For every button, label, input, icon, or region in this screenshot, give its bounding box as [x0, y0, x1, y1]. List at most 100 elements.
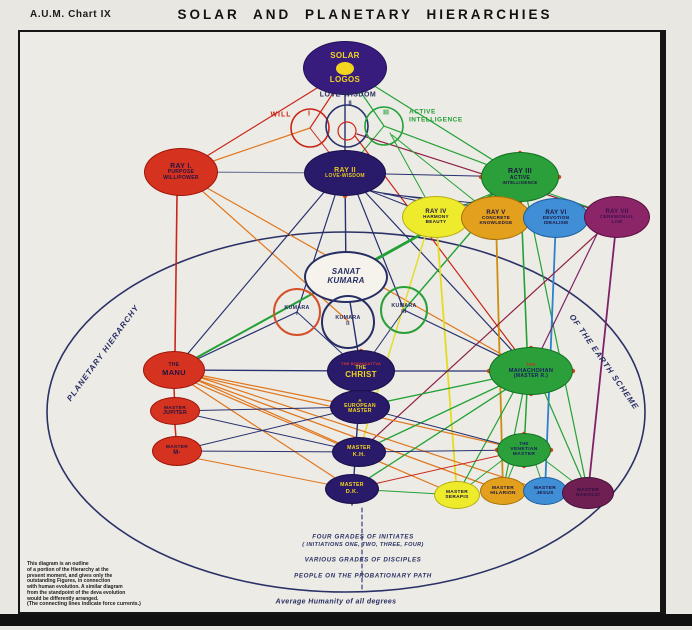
master-rakoczi-label: MASTER — [576, 487, 600, 493]
ray-3-label: RAY III — [508, 168, 532, 176]
force-line — [173, 369, 361, 408]
ray-2-label: LOVE-WISDOM — [325, 173, 365, 180]
force-line — [358, 221, 611, 453]
love-wisdom-label: LOVE-WISDOM — [319, 91, 377, 99]
force-line — [173, 177, 337, 371]
venetian-master-label: MASTER — [512, 452, 536, 458]
ray-2-label: RAY II — [334, 166, 356, 174]
initiates-label-2: ( INITIATIONS ONE, TWO, THREE, FOUR) — [302, 542, 424, 548]
solar-logos-label: SOLAR — [330, 50, 360, 60]
average-humanity-label: Average Humanity of all degrees — [275, 598, 397, 606]
european-master-label: A — [358, 397, 362, 403]
ray-6-label: DEVOTION — [542, 215, 570, 221]
force-line — [173, 369, 360, 453]
footnote-text: This diagram is an outline of a portion … — [27, 561, 126, 602]
aspect-circle — [290, 108, 330, 148]
force-line — [435, 216, 458, 496]
master-hilarion-label: HILARION — [490, 491, 516, 496]
master-m-label: M- — [173, 450, 181, 457]
numeral-iii-label: III — [383, 109, 389, 117]
the-manu-label: THE — [168, 362, 180, 369]
force-line — [178, 454, 353, 490]
aspect-circle — [325, 104, 369, 148]
kumara-1-label: KUMARA — [284, 305, 310, 312]
the-mahachohan-label: THE — [526, 361, 536, 367]
force-line — [176, 406, 361, 452]
force-line — [359, 406, 525, 451]
force-line — [523, 183, 589, 494]
the-christ-label: CHRIST — [345, 370, 377, 380]
master-jesus-label: JESUS — [536, 491, 554, 496]
kumara-1-label: I — [296, 310, 298, 317]
venetian-master-label: VENETIAN — [510, 446, 538, 452]
the-christ-label: THE BODHISATTVA — [340, 361, 381, 366]
footnote-note: (The connecting lines indicate force cur… — [27, 601, 141, 607]
the-manu-label: MANU — [162, 367, 186, 377]
ray-7-label: LAW — [611, 219, 623, 225]
ray-4-label: BEAUTY — [425, 219, 447, 225]
kumara-3-label: III — [401, 308, 407, 315]
sanat-kumara-label: SANAT — [331, 267, 361, 277]
force-line — [351, 374, 529, 490]
ray-4-label: HARMONY — [423, 214, 449, 220]
will-label: WILL — [270, 111, 292, 119]
master-rakoczi-label: RAKOCZI — [576, 493, 600, 498]
venetian-master-label: THE — [519, 441, 529, 447]
master-m-label: MASTER — [165, 445, 189, 451]
ray-3-label: ACTIVE — [509, 174, 531, 181]
page-title: SOLAR AND PLANETARY HIERARCHIES — [177, 7, 553, 22]
force-line — [587, 216, 618, 494]
aspect-circle — [364, 106, 404, 146]
force-line — [353, 179, 532, 372]
master-jupiter-label: MASTER — [163, 405, 187, 411]
master-jesus-label: MASTER — [533, 485, 557, 491]
the-mahachohan-label: MAHACHOHAN — [508, 367, 554, 374]
force-line — [175, 373, 353, 490]
master-serapis-label: MASTER — [445, 489, 469, 495]
the-mahachohan-label: (MASTER R.) — [513, 372, 549, 379]
ray-1-label: PURPOSE — [167, 169, 195, 176]
ray-6-label: IDEALISM — [543, 220, 569, 226]
master-jupiter-label: JUPITER — [162, 409, 187, 416]
ray-4-label: RAY IV — [425, 208, 447, 215]
european-master-label: MASTER — [348, 408, 372, 415]
force-line — [174, 410, 360, 453]
aspect-circle — [337, 121, 357, 141]
active-intelligence-label-1: ACTIVE — [409, 108, 436, 116]
force-line — [174, 195, 178, 353]
ray-1-label: WILL/POWER — [163, 174, 199, 181]
probationary-label: PEOPLE ON THE PROBATIONARY PATH — [294, 572, 432, 580]
european-master-label: EUROPEAN — [344, 402, 376, 409]
the-christ-label: THE — [355, 365, 367, 372]
ray-7-label: CEREMONIAL — [600, 214, 634, 220]
force-line — [351, 449, 525, 490]
force-line — [539, 381, 589, 494]
force-line — [179, 370, 546, 492]
sun-glyph — [336, 61, 354, 75]
force-line — [456, 379, 521, 496]
force-line — [178, 372, 504, 492]
sanat-kumara-label: KUMARA — [327, 276, 365, 285]
disciples-label: VARIOUS GRADES OF DISCIPLES — [304, 556, 422, 564]
